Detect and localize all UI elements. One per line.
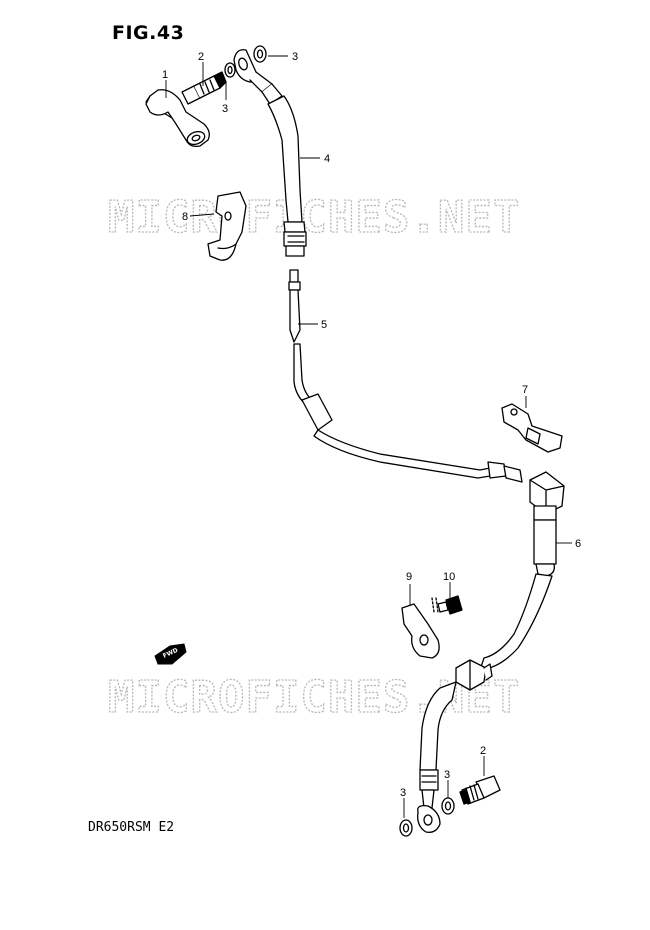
part-3-washer-bottom-left (399, 819, 413, 837)
part-6-junction-hose (479, 471, 565, 671)
banjo-fitting-top (233, 49, 283, 105)
callout-6: 6 (575, 538, 581, 550)
part-3-washer-upper (253, 45, 267, 63)
lower-fitting (455, 659, 493, 691)
callout-4: 4 (324, 153, 330, 165)
model-code: DR650RSM E2 (88, 820, 175, 835)
callout-7: 7 (522, 384, 528, 396)
fwd-arrow-badge: FWD (154, 643, 187, 665)
part-8-clamp (207, 191, 247, 261)
part-5-brake-pipe (288, 269, 523, 483)
callout-8: 8 (182, 211, 188, 223)
callout-2-top: 2 (198, 51, 204, 63)
callout-3-upper: 3 (292, 51, 298, 63)
part-1-cap (145, 89, 210, 148)
lower-hose (417, 681, 457, 833)
callout-5: 5 (321, 319, 327, 331)
callout-1: 1 (162, 69, 168, 81)
watermark-top: MICROFICHES.NET (108, 192, 520, 243)
part-2-bolt-bottom (459, 775, 501, 805)
part-3-washer-lower (224, 62, 236, 78)
callout-10: 10 (443, 571, 455, 583)
figure-title: FIG.43 (112, 22, 185, 44)
part-10-bolt (431, 595, 463, 615)
part-9-clamp (401, 603, 440, 659)
callout-3-bottom-right: 3 (444, 769, 450, 781)
part-7-bracket (501, 403, 563, 453)
callout-3-lower: 3 (222, 103, 228, 115)
callout-2-bottom: 2 (480, 745, 486, 757)
part-2-bolt-top (181, 71, 227, 105)
part-3-washer-bottom-right (441, 797, 455, 815)
callout-3-bottom-left: 3 (400, 787, 406, 799)
callout-9: 9 (406, 571, 412, 583)
part-4-brake-hose (267, 95, 307, 257)
